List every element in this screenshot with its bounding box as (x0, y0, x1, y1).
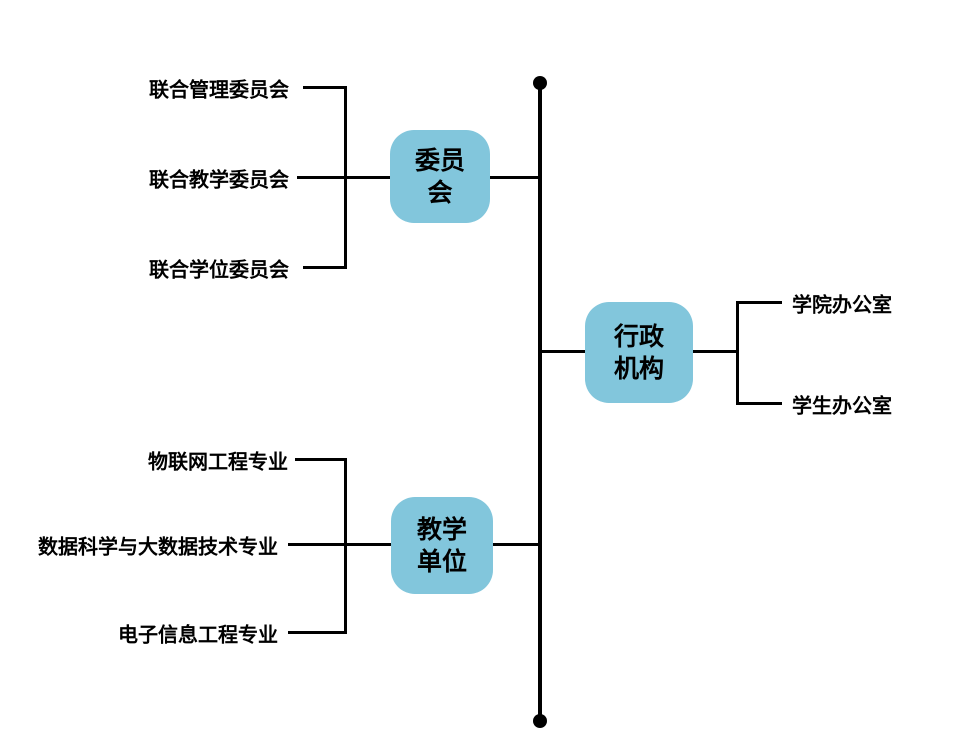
spine-top-dot (533, 76, 547, 90)
connector-committee-child3 (303, 266, 347, 269)
bracket-admin (736, 301, 739, 405)
leaf-label-electronic-info: 电子信息工程专业 (118, 622, 278, 647)
connector-committee-child1 (303, 86, 347, 89)
connector-teaching-spine (493, 543, 538, 546)
connector-committee-child2 (297, 176, 390, 179)
leaf-label-joint-degree-committee: 联合学位委员会 (149, 257, 289, 282)
leaf-label-iot-engineering: 物联网工程专业 (148, 449, 288, 474)
connector-teaching-child3 (288, 631, 347, 634)
leaf-label-college-office: 学院办公室 (792, 292, 892, 317)
node-box-committee: 委员 会 (390, 130, 490, 223)
connector-admin-bracket (693, 350, 739, 353)
bracket-teaching (344, 458, 347, 634)
bracket-committee (344, 86, 347, 269)
node-label-line: 委员 (414, 146, 465, 176)
connector-spine-admin (540, 350, 585, 353)
node-box-admin: 行政 机构 (585, 302, 693, 403)
leaf-label-data-science: 数据科学与大数据技术专业 (38, 534, 278, 559)
node-label-line: 会 (427, 177, 453, 207)
connector-committee-spine (490, 176, 538, 179)
node-label-line: 机构 (613, 353, 664, 383)
node-label-line: 单位 (416, 546, 467, 576)
spine-bottom-dot (533, 714, 547, 728)
node-label-line: 教学 (416, 515, 467, 545)
connector-admin-child1 (736, 301, 782, 304)
leaf-label-joint-management-committee: 联合管理委员会 (149, 77, 289, 102)
connector-teaching-child1 (295, 458, 347, 461)
connector-admin-child2 (736, 402, 782, 405)
spine-line (538, 83, 542, 721)
leaf-label-student-office: 学生办公室 (792, 393, 892, 418)
node-label-line: 行政 (613, 322, 664, 352)
node-box-teaching: 教学 单位 (391, 497, 493, 594)
connector-teaching-child2 (288, 543, 391, 546)
leaf-label-joint-teaching-committee: 联合教学委员会 (149, 167, 289, 192)
